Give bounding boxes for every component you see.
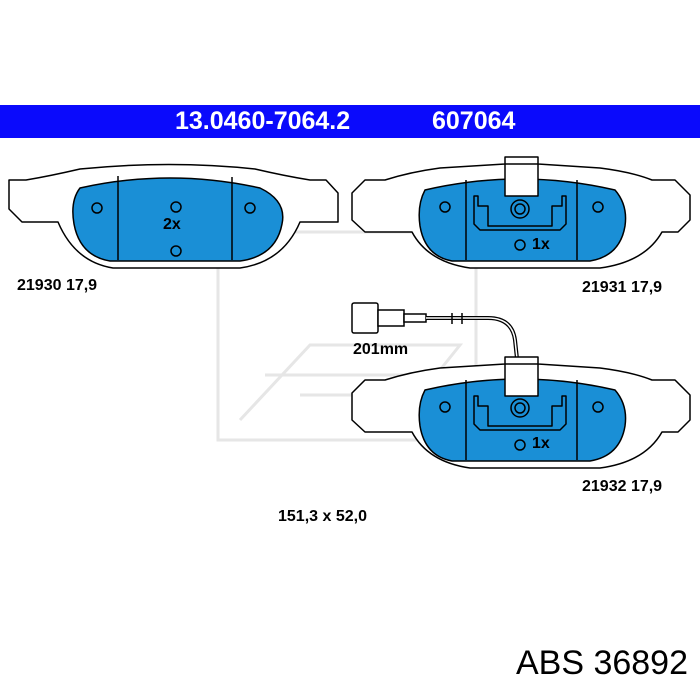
pad-1-quantity: 2x — [163, 216, 181, 233]
pad-2-code: 21931 17,9 — [582, 279, 663, 296]
header-bar: 13.0460-7064.2 607064 — [0, 105, 700, 138]
sensor-length-label: 201mm — [353, 341, 409, 358]
brand-label: ABS 36892 — [515, 644, 688, 682]
center-tab — [504, 363, 539, 397]
pad-21930 — [8, 163, 339, 269]
spring-clip — [473, 395, 567, 431]
reference-number: 607064 — [432, 107, 516, 135]
pad-21931 — [351, 156, 691, 269]
part-number: 13.0460-7064.2 — [175, 107, 351, 135]
sensor-wire — [426, 316, 520, 369]
pad-21932 — [351, 356, 691, 469]
pad-friction-material — [72, 177, 284, 262]
spring-clip — [473, 195, 567, 231]
center-tab — [504, 163, 539, 197]
pad-3-code: 21932 17,9 — [582, 478, 663, 495]
pad-friction-material — [418, 178, 627, 262]
pad-3-quantity: 1x — [532, 435, 550, 452]
sensor-connector — [351, 302, 379, 334]
pad-friction-material — [418, 378, 627, 462]
wear-sensor — [351, 302, 520, 369]
pad-2-quantity: 1x — [532, 236, 550, 253]
pad-1-code: 21930 17,9 — [17, 277, 98, 294]
dimensions-label: 151,3 x 52,0 — [278, 508, 367, 525]
